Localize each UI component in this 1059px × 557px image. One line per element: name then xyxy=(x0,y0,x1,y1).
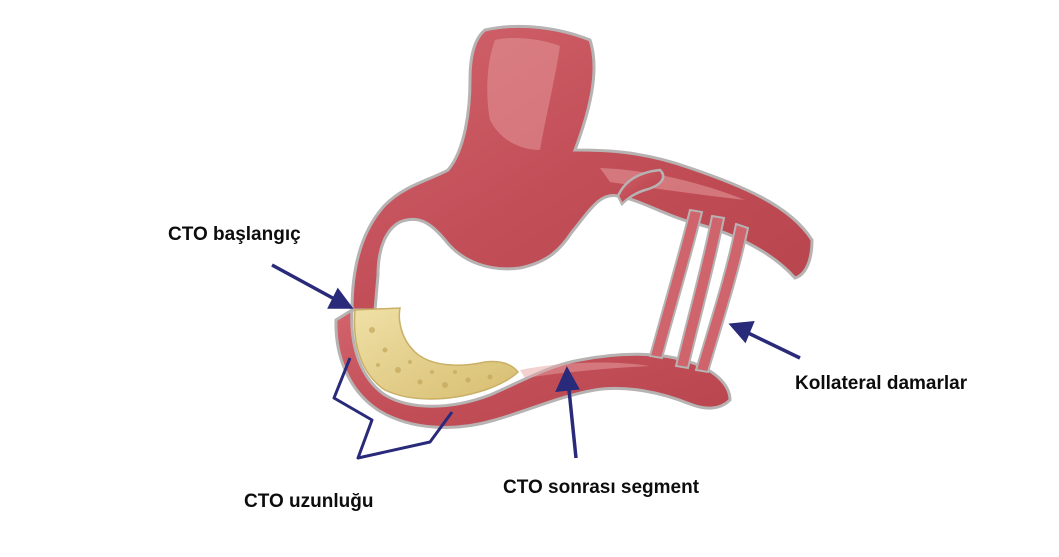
side-branches xyxy=(616,168,665,207)
cto-plaque xyxy=(353,307,519,400)
collateral-vessels-label: Kollateral damarlar xyxy=(795,373,968,394)
occluded-vessel xyxy=(334,307,732,429)
arrow-post-cto xyxy=(555,366,580,459)
arrow-cto-start xyxy=(271,263,354,309)
post-cto-segment-label: CTO sonrası segment xyxy=(503,477,700,498)
collateral-vessels xyxy=(648,208,750,374)
cto-start-label: CTO başlangıç xyxy=(168,224,301,245)
aorta-bulb xyxy=(350,24,814,312)
cto-length-bracket xyxy=(332,357,454,460)
arrow-collateral xyxy=(728,320,801,360)
cto-length-label: CTO uzunluğu xyxy=(244,491,374,512)
plaque-texture xyxy=(369,327,493,388)
